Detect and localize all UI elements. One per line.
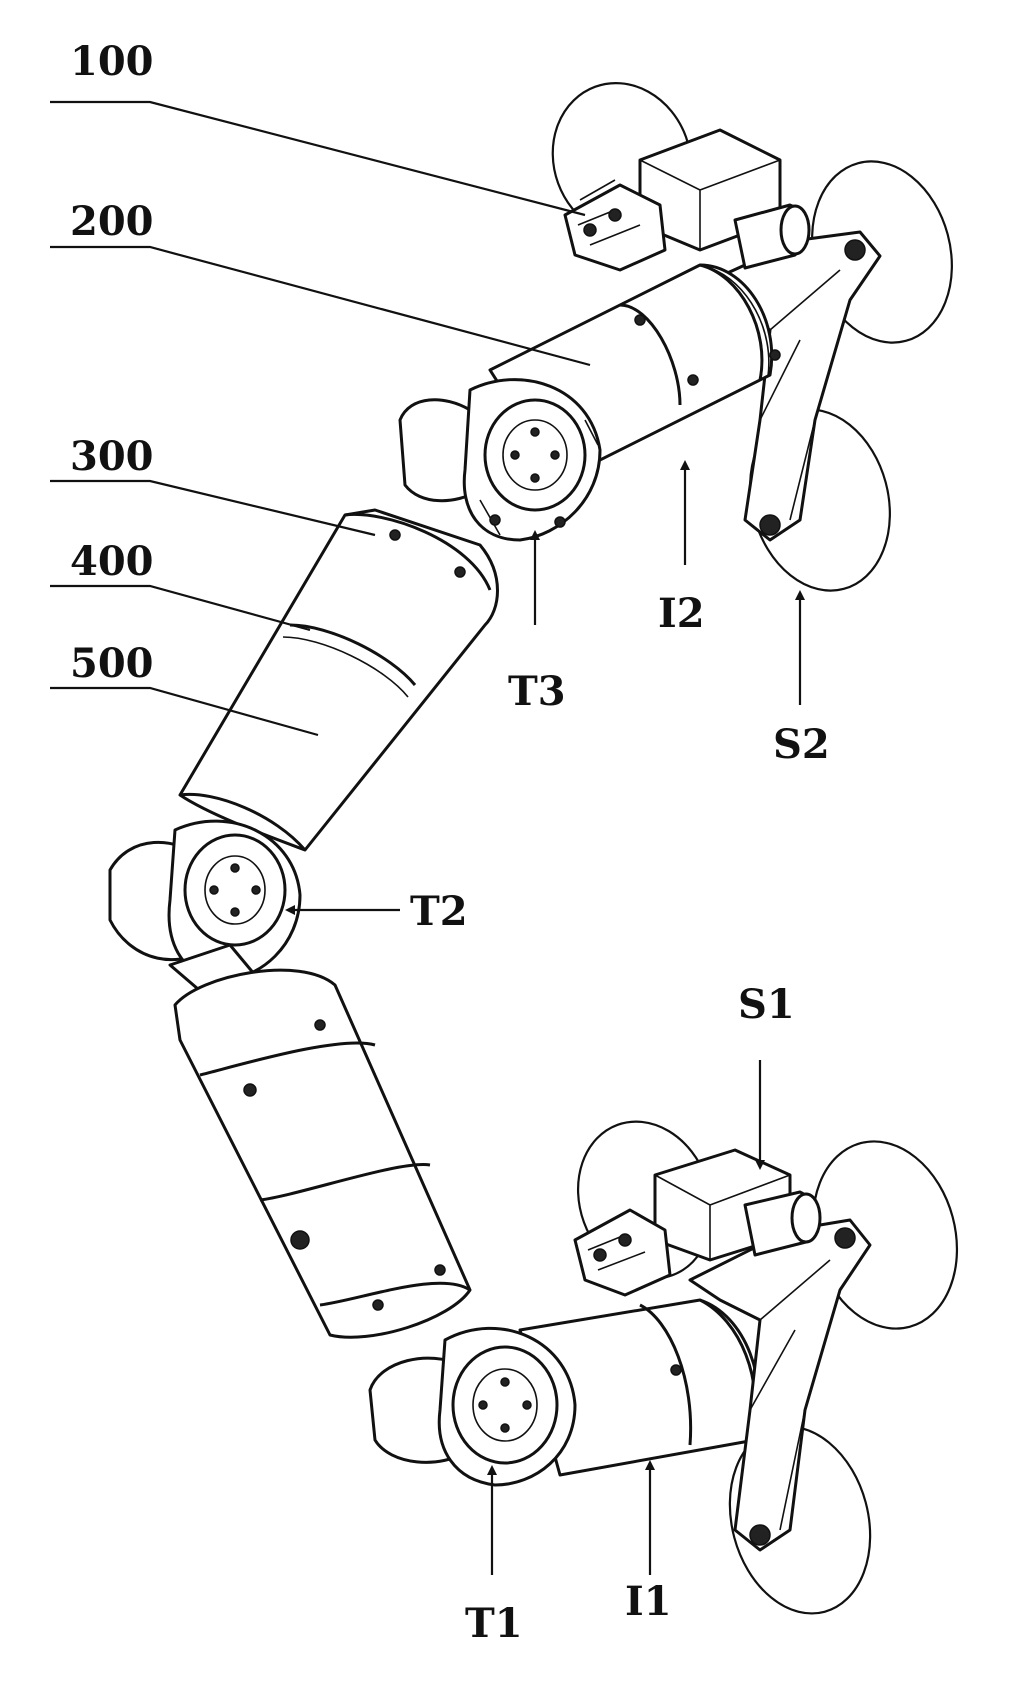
- joint-t3: [398, 378, 602, 542]
- label-s2: S2: [773, 721, 830, 768]
- label-s1: S1: [738, 981, 795, 1028]
- leader-500: [50, 686, 319, 737]
- label-i1: I1: [625, 1578, 672, 1625]
- label-100: 100: [70, 38, 154, 85]
- joint-t1-and-link-i1: [368, 1298, 761, 1487]
- label-300: 300: [70, 433, 154, 480]
- bottom-suction-module: [573, 1120, 959, 1615]
- label-i2: I2: [658, 590, 705, 637]
- lower-link-cylinder: [173, 968, 472, 1339]
- leader-200: [50, 245, 591, 367]
- label-500: 500: [70, 640, 154, 687]
- top-suction-module: [551, 82, 953, 592]
- label-t1: T1: [465, 1600, 523, 1647]
- leader-300: [50, 479, 376, 537]
- label-t3: T3: [508, 668, 566, 715]
- middle-link-cylinder: [178, 508, 499, 852]
- joint-t2: [108, 819, 302, 997]
- leader-400: [50, 584, 311, 632]
- label-400: 400: [70, 538, 154, 585]
- label-t2: T2: [410, 888, 468, 935]
- leader-100: [50, 100, 586, 217]
- label-200: 200: [70, 198, 154, 245]
